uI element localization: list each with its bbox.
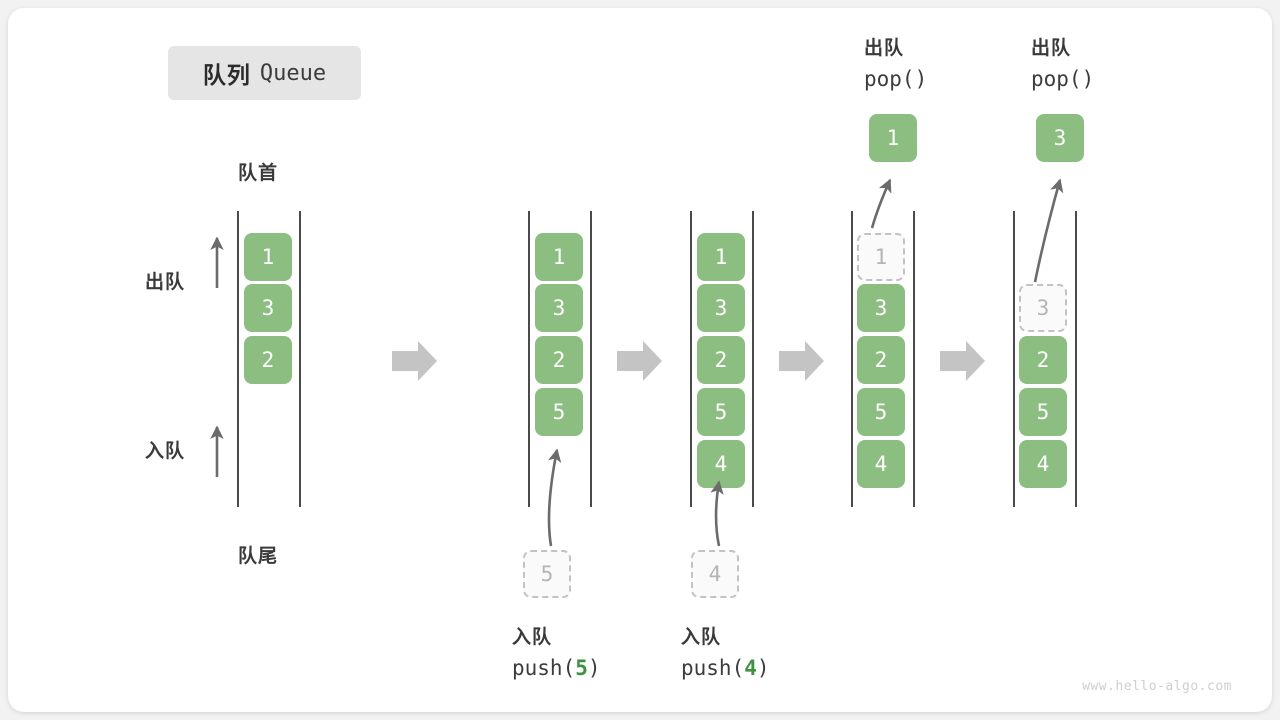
- queue-cell: 2: [697, 336, 745, 384]
- caption-enqueue-5-cn: 入队: [512, 627, 553, 648]
- queue-cell-ghost: 3: [1019, 284, 1067, 332]
- code-suffix: ): [587, 656, 601, 680]
- caption-dequeue-3-cn: 出队: [1031, 38, 1072, 59]
- label-front: 队首: [238, 163, 279, 184]
- queue-cell: 5: [697, 388, 745, 436]
- queue-cell: 2: [244, 336, 292, 384]
- incoming-ghost-cell: 4: [691, 550, 739, 598]
- queue-cell: 5: [1019, 388, 1067, 436]
- label-enqueue: 入队: [145, 441, 186, 462]
- caption-dequeue-1-cn: 出队: [864, 38, 905, 59]
- queue-cell: 2: [535, 336, 583, 384]
- queue-cell: 3: [697, 284, 745, 332]
- code-prefix: push(: [681, 656, 745, 680]
- queue-cell: 2: [857, 336, 905, 384]
- code-arg: 5: [575, 656, 588, 680]
- queue-cell: 1: [697, 233, 745, 281]
- label-dequeue: 出队: [145, 272, 186, 293]
- incoming-ghost-cell: 5: [523, 550, 571, 598]
- queue-cell: 4: [1019, 440, 1067, 488]
- rail-left: [690, 211, 692, 507]
- queue-cell: 4: [857, 440, 905, 488]
- queue-cell: 1: [535, 233, 583, 281]
- label-rear: 队尾: [238, 546, 279, 567]
- popped-cell: 3: [1036, 114, 1084, 162]
- code-suffix: ): [756, 656, 770, 680]
- queue-cell: 3: [535, 284, 583, 332]
- rail-left: [851, 211, 853, 507]
- code-prefix: push(: [512, 656, 576, 680]
- rail-right: [752, 211, 754, 507]
- queue-cell: 5: [535, 388, 583, 436]
- rail-right: [1075, 211, 1077, 507]
- watermark: www.hello-algo.com: [1082, 679, 1232, 694]
- queue-cell: 1: [244, 233, 292, 281]
- rail-right: [299, 211, 301, 507]
- code-arg: 4: [744, 656, 757, 680]
- caption-enqueue-4-cn: 入队: [681, 627, 722, 648]
- queue-cell: 3: [244, 284, 292, 332]
- caption-dequeue-3-code: pop(): [1031, 67, 1095, 91]
- caption-enqueue-5-code: push(5): [512, 656, 601, 680]
- title-badge: 队列 Queue: [168, 46, 361, 100]
- caption-enqueue-4-code: push(4): [681, 656, 770, 680]
- title-en: Queue: [259, 60, 327, 86]
- rail-right: [590, 211, 592, 507]
- queue-cell: 5: [857, 388, 905, 436]
- rail-left: [528, 211, 530, 507]
- queue-cell: 2: [1019, 336, 1067, 384]
- rail-left: [237, 211, 239, 507]
- popped-cell: 1: [869, 114, 917, 162]
- queue-cell: 3: [857, 284, 905, 332]
- queue-cell: 4: [697, 440, 745, 488]
- queue-cell-ghost: 1: [857, 233, 905, 281]
- rail-left: [1013, 211, 1015, 507]
- rail-right: [913, 211, 915, 507]
- caption-dequeue-1-code: pop(): [864, 67, 928, 91]
- diagram-card: [8, 8, 1272, 712]
- title-cn: 队列: [202, 62, 251, 88]
